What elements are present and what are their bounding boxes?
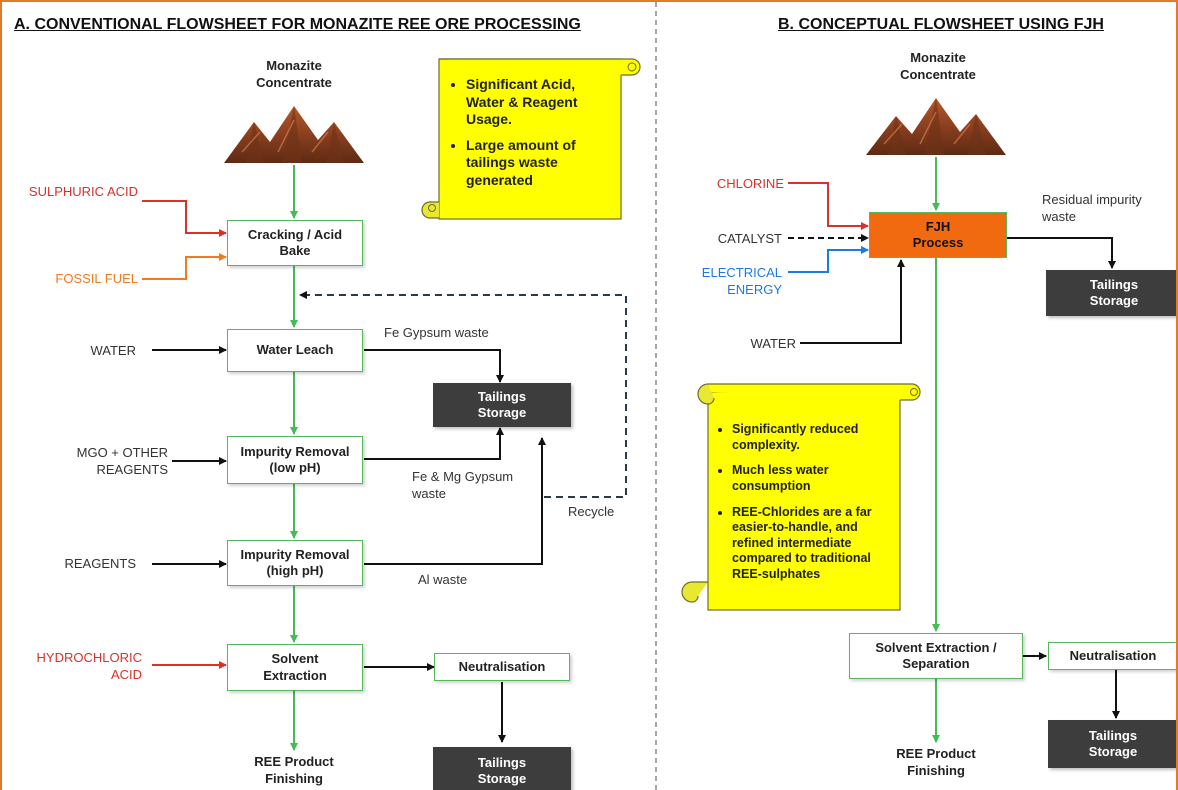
water-label: WATER: [750, 336, 797, 351]
fe-mg-gypsum-waste-label: Fe & Mg Gypsum waste: [412, 469, 514, 501]
note-item: Large amount of tailings waste generated: [466, 137, 616, 190]
hydrochloric-acid-label: HYDROCHLORIC ACID: [36, 650, 142, 682]
scroll-note-text: Significantly reduced complexity. Much l…: [714, 422, 896, 593]
electrical-energy-label: ELECTRICAL ENERGY: [701, 265, 782, 297]
note-item: REE-Chlorides are a far easier-to-handle…: [732, 505, 896, 583]
note-item: Significantly reduced complexity.: [732, 422, 896, 453]
neutralisation-box: Neutralisation: [1048, 642, 1176, 670]
panel-b-title: B. CONCEPTUAL FLOWSHEET USING FJH: [778, 16, 1104, 33]
neutralisation-box: Neutralisation: [434, 653, 570, 681]
scroll-note-icon: [681, 383, 921, 611]
impurity-removal-low-ph-box: Impurity Removal (low pH): [227, 436, 363, 484]
recycle-label: Recycle: [568, 504, 615, 519]
tailings-storage-box: Tailings Storage: [1046, 270, 1176, 316]
cracking-acid-bake-box: Cracking / Acid Bake: [227, 220, 363, 266]
monazite-concentrate-label: Monazite Concentrate: [900, 50, 976, 82]
water-label: WATER: [90, 343, 137, 358]
note-item: Much less water consumption: [732, 463, 896, 494]
fjh-process-box: FJH Process: [869, 212, 1007, 258]
solvent-extraction-separation-box: Solvent Extraction / Separation: [849, 633, 1023, 679]
panel-a-title: A. CONVENTIONAL FLOWSHEET FOR MONAZITE R…: [14, 16, 581, 33]
residual-impurity-waste-label: Residual impurity waste: [1042, 192, 1142, 224]
impurity-removal-high-ph-box: Impurity Removal (high pH): [227, 540, 363, 586]
tailings-storage-box: Tailings Storage: [433, 747, 571, 790]
solvent-extraction-box: Solvent Extraction: [227, 644, 363, 691]
scroll-note-icon: [421, 58, 641, 220]
ree-product-finishing-label: REE Product Finishing: [896, 746, 976, 778]
ree-product-finishing-label: REE Product Finishing: [254, 754, 334, 786]
tailings-storage-box: Tailings Storage: [433, 383, 571, 427]
catalyst-label: CATALYST: [717, 231, 782, 246]
mgo-reagents-label: MGO + OTHER REAGENTS: [76, 445, 168, 477]
tailings-storage-box: Tailings Storage: [1048, 720, 1176, 768]
chlorine-label: CHLORINE: [716, 176, 784, 191]
sulphuric-acid-label: SULPHURIC ACID: [28, 184, 138, 199]
mountain-pile-icon: [866, 98, 1006, 155]
water-leach-box: Water Leach: [227, 329, 363, 372]
note-item: Significant Acid, Water & Reagent Usage.: [466, 76, 616, 129]
al-waste-label: Al waste: [418, 572, 468, 587]
fossil-fuel-label: FOSSIL FUEL: [55, 271, 138, 286]
fe-gypsum-waste-label: Fe Gypsum waste: [384, 325, 489, 340]
scroll-note-text: Significant Acid, Water & Reagent Usage.…: [448, 76, 616, 197]
reagents-label: REAGENTS: [64, 556, 136, 571]
monazite-concentrate-label: Monazite Concentrate: [256, 58, 332, 90]
mountain-pile-icon: [224, 106, 364, 163]
